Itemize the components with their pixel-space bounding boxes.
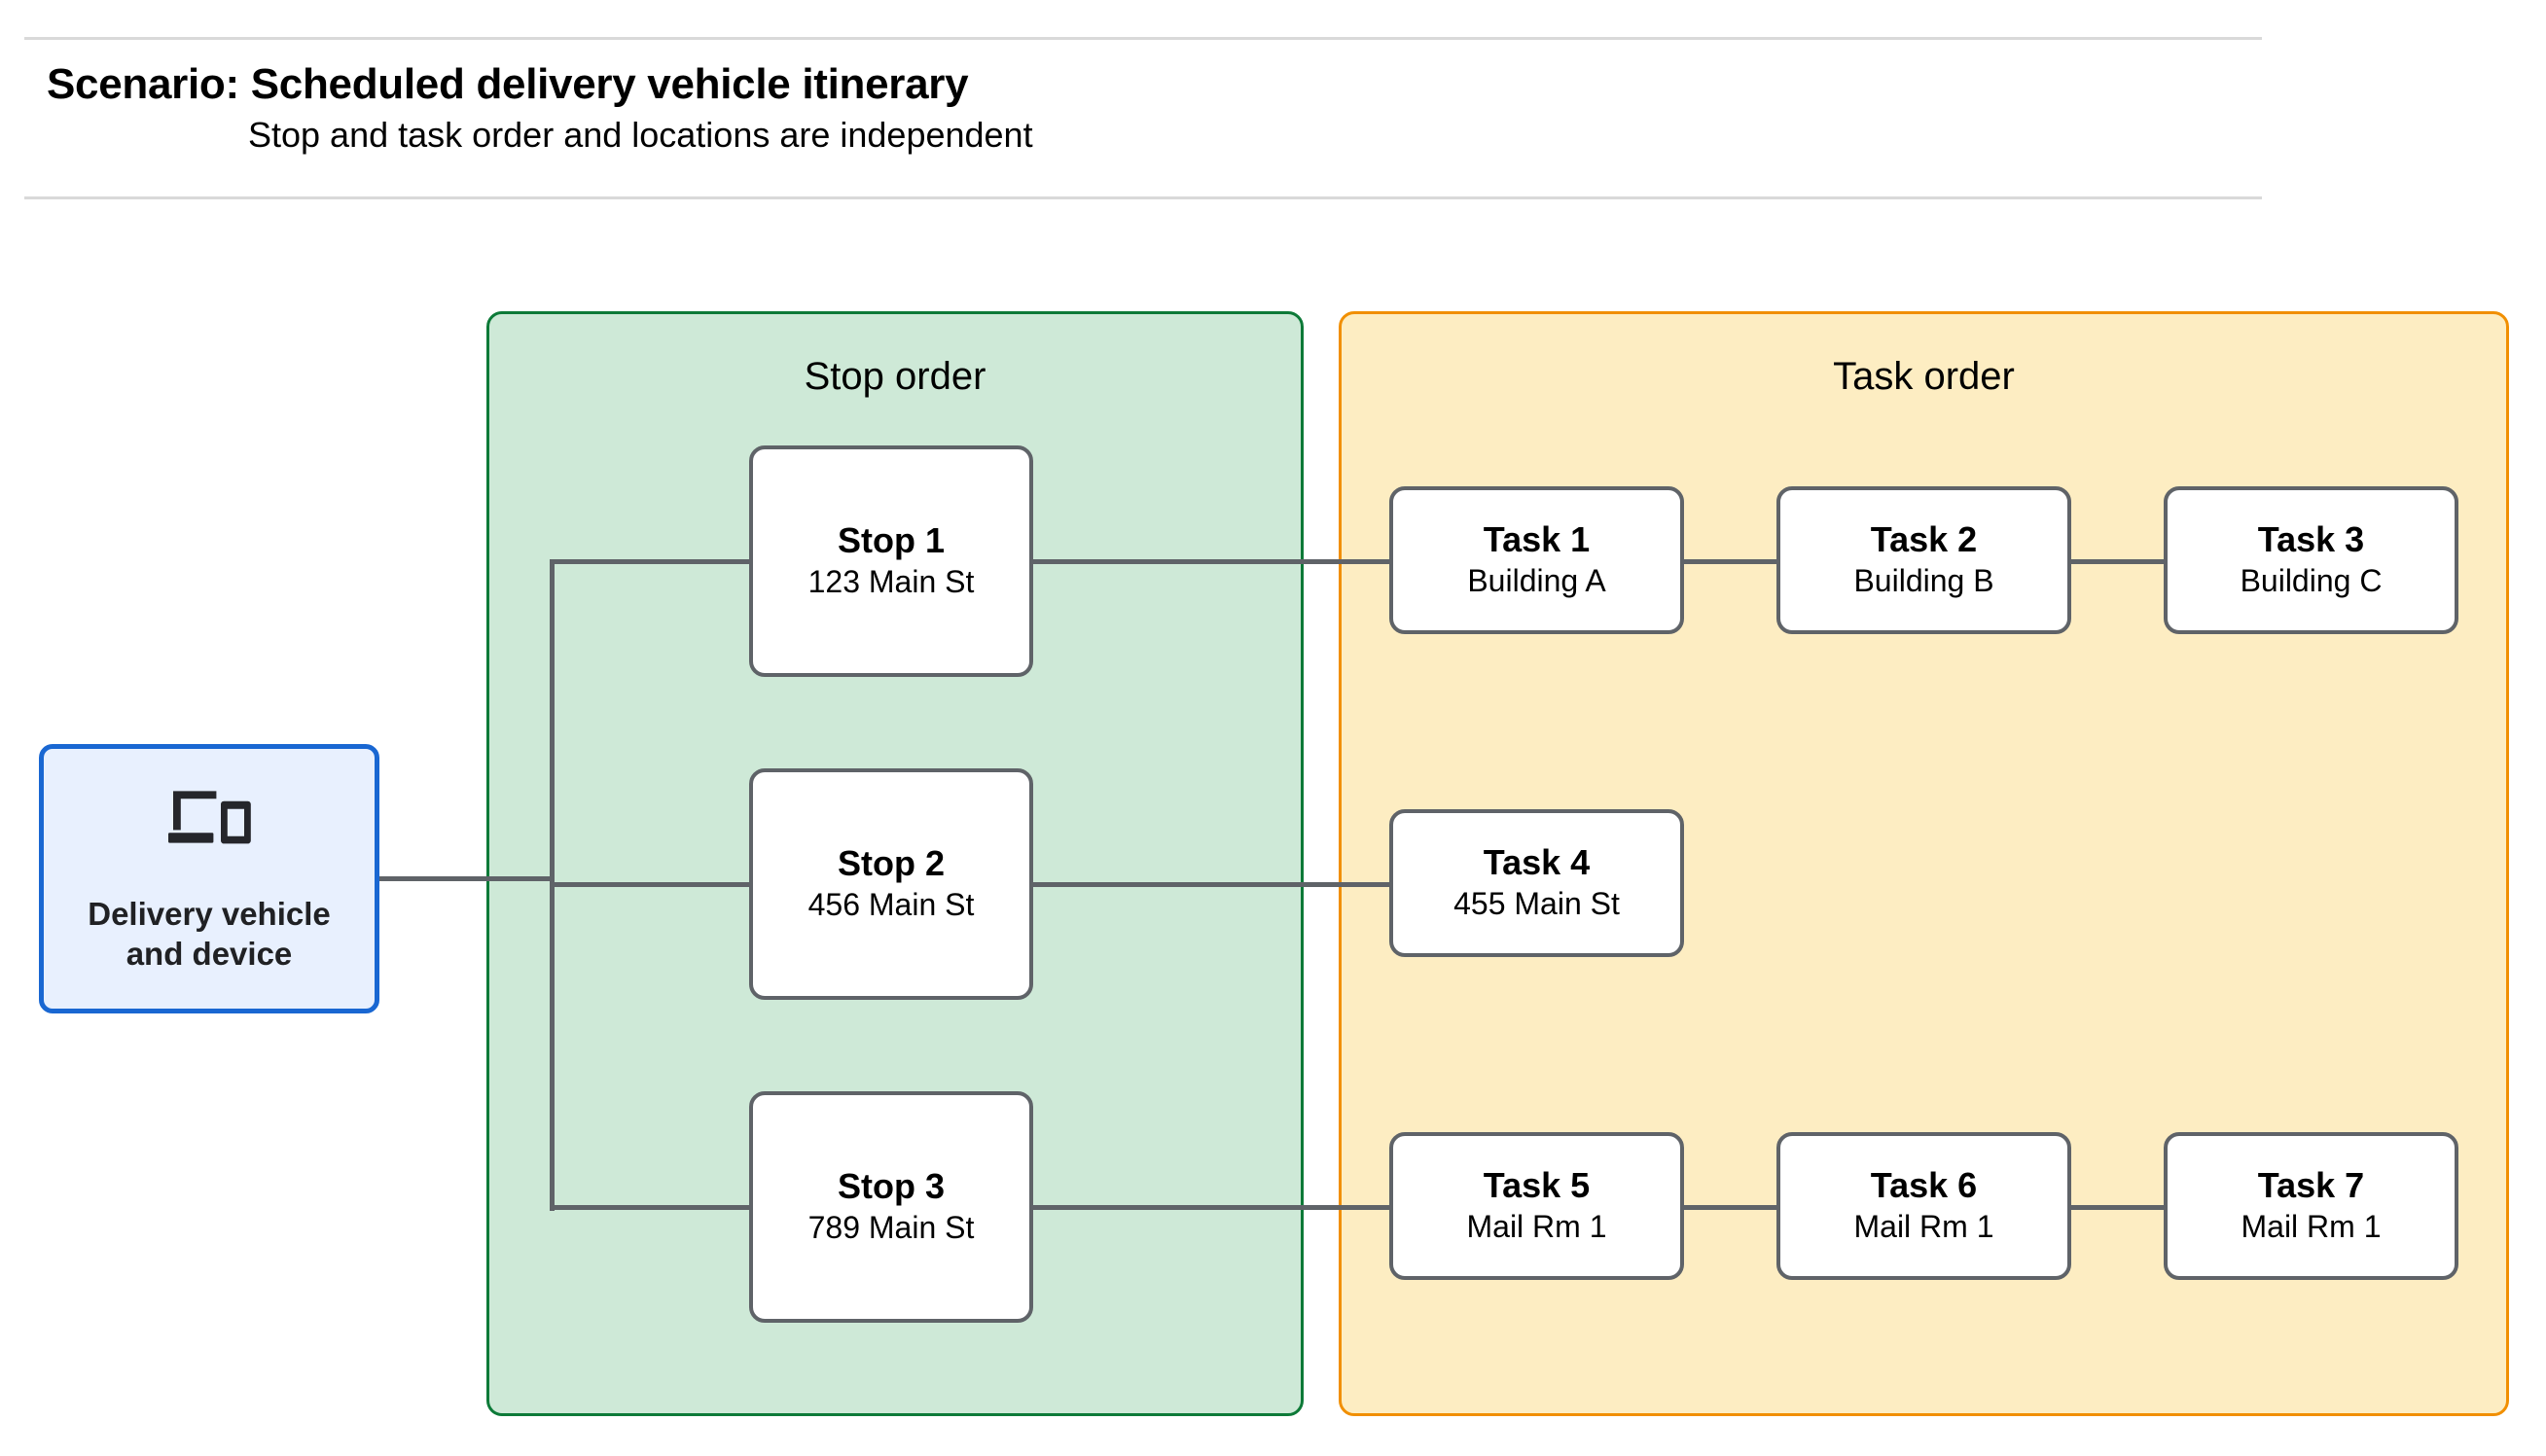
task-node-5[interactable]: Task 5 Mail Rm 1: [1389, 1132, 1684, 1280]
connector-stop-2-to-task-4: [1030, 882, 1392, 887]
delivery-vehicle-label: Delivery vehicle and device: [88, 895, 331, 974]
task-node-location: Building C: [2240, 563, 2383, 599]
connector-task-6-to-task-7: [2068, 1205, 2167, 1210]
connector-task-2-to-task-3: [2068, 559, 2167, 564]
task-node-title: Task 4: [1483, 841, 1591, 882]
stop-node-location: 456 Main St: [807, 887, 975, 923]
connector-trunk-to-stop-1: [550, 559, 752, 564]
connector-trunk-to-stop-3: [550, 1205, 752, 1210]
task-node-title: Task 1: [1483, 518, 1591, 559]
devices-icon: [168, 791, 251, 844]
task-node-location: Building B: [1853, 563, 1994, 599]
connector-vehicle-to-trunk: [379, 876, 553, 881]
task-node-7[interactable]: Task 7 Mail Rm 1: [2164, 1132, 2458, 1280]
page-title: Scenario: Scheduled delivery vehicle iti…: [47, 60, 969, 108]
task-node-location: Mail Rm 1: [2241, 1209, 2382, 1245]
stop-node-title: Stop 2: [837, 842, 945, 883]
task-node-2[interactable]: Task 2 Building B: [1776, 486, 2071, 634]
stop-node-1[interactable]: Stop 1 123 Main St: [749, 445, 1033, 677]
stop-node-location: 789 Main St: [807, 1210, 975, 1246]
header-rule-bottom: [24, 196, 2262, 199]
page-subtitle: Stop and task order and locations are in…: [248, 115, 1033, 155]
delivery-vehicle-node[interactable]: Delivery vehicle and device: [39, 744, 379, 1013]
connector-stop-1-to-task-1: [1030, 559, 1392, 564]
task-node-title: Task 6: [1870, 1164, 1978, 1205]
task-node-1[interactable]: Task 1 Building A: [1389, 486, 1684, 634]
stop-node-2[interactable]: Stop 2 456 Main St: [749, 768, 1033, 1000]
task-node-location: Building A: [1467, 563, 1606, 599]
task-node-location: 455 Main St: [1453, 886, 1620, 922]
task-node-title: Task 5: [1483, 1164, 1591, 1205]
task-node-6[interactable]: Task 6 Mail Rm 1: [1776, 1132, 2071, 1280]
task-node-location: Mail Rm 1: [1853, 1209, 1994, 1245]
task-node-4[interactable]: Task 4 455 Main St: [1389, 809, 1684, 957]
connector-stop-3-to-task-5: [1030, 1205, 1392, 1210]
task-node-title: Task 3: [2257, 518, 2365, 559]
stop-node-3[interactable]: Stop 3 789 Main St: [749, 1091, 1033, 1323]
task-node-title: Task 2: [1870, 518, 1978, 559]
stop-node-title: Stop 1: [837, 519, 945, 560]
connector-trunk-to-stop-2: [550, 882, 752, 887]
stop-order-panel-title: Stop order: [804, 355, 986, 398]
task-order-panel-title: Task order: [1833, 355, 2015, 398]
connector-task-5-to-task-6: [1681, 1205, 1779, 1210]
delivery-vehicle-label-line-1: Delivery vehicle: [88, 896, 331, 933]
stop-node-location: 123 Main St: [807, 564, 975, 600]
task-node-location: Mail Rm 1: [1466, 1209, 1607, 1245]
stop-node-title: Stop 3: [837, 1165, 945, 1206]
header-rule-top: [24, 37, 2262, 40]
delivery-vehicle-label-line-2: and device: [126, 935, 293, 972]
connector-task-1-to-task-2: [1681, 559, 1779, 564]
task-node-title: Task 7: [2257, 1164, 2365, 1205]
task-node-3[interactable]: Task 3 Building C: [2164, 486, 2458, 634]
